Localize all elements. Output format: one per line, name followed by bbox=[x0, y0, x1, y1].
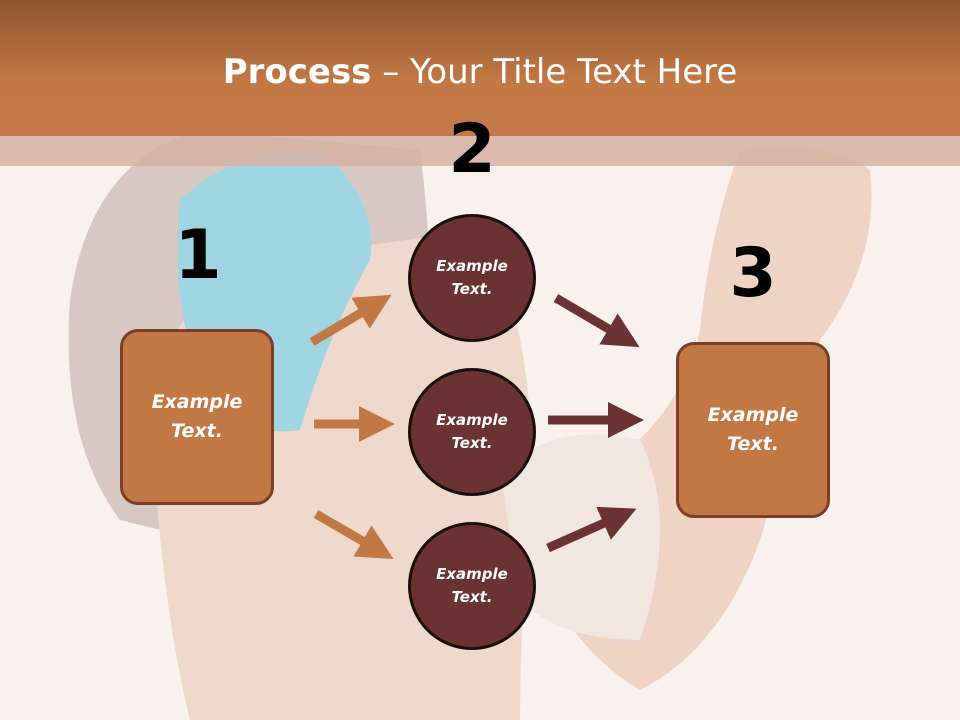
step-number-2: 2 bbox=[448, 110, 496, 189]
slide-title: Process – Your Title Text Here bbox=[0, 52, 960, 92]
circle-middle-text: Example Text. bbox=[436, 411, 508, 452]
right-box-text: Example Text. bbox=[707, 404, 799, 455]
header-band bbox=[0, 136, 960, 166]
header-bar bbox=[0, 0, 960, 136]
step-number-3: 3 bbox=[729, 234, 777, 313]
title-bold: Process bbox=[222, 52, 372, 92]
step-number-1: 1 bbox=[174, 216, 222, 295]
arrow-left-bottom bbox=[313, 510, 394, 560]
title-rest: – Your Title Text Here bbox=[371, 52, 738, 92]
circle-middle: Example Text. bbox=[408, 368, 536, 496]
circle-bottom-text: Example Text. bbox=[436, 565, 508, 606]
circle-top-text: Example Text. bbox=[436, 257, 508, 298]
left-box: Example Text. bbox=[120, 329, 274, 505]
arrow-left-top bbox=[309, 294, 392, 346]
arrow-right-bottom bbox=[546, 506, 637, 553]
arrow-right-top bbox=[553, 294, 640, 348]
left-box-text: Example Text. bbox=[151, 391, 243, 442]
right-box: Example Text. bbox=[676, 342, 830, 518]
circle-bottom: Example Text. bbox=[408, 522, 536, 650]
circle-top: Example Text. bbox=[408, 214, 536, 342]
